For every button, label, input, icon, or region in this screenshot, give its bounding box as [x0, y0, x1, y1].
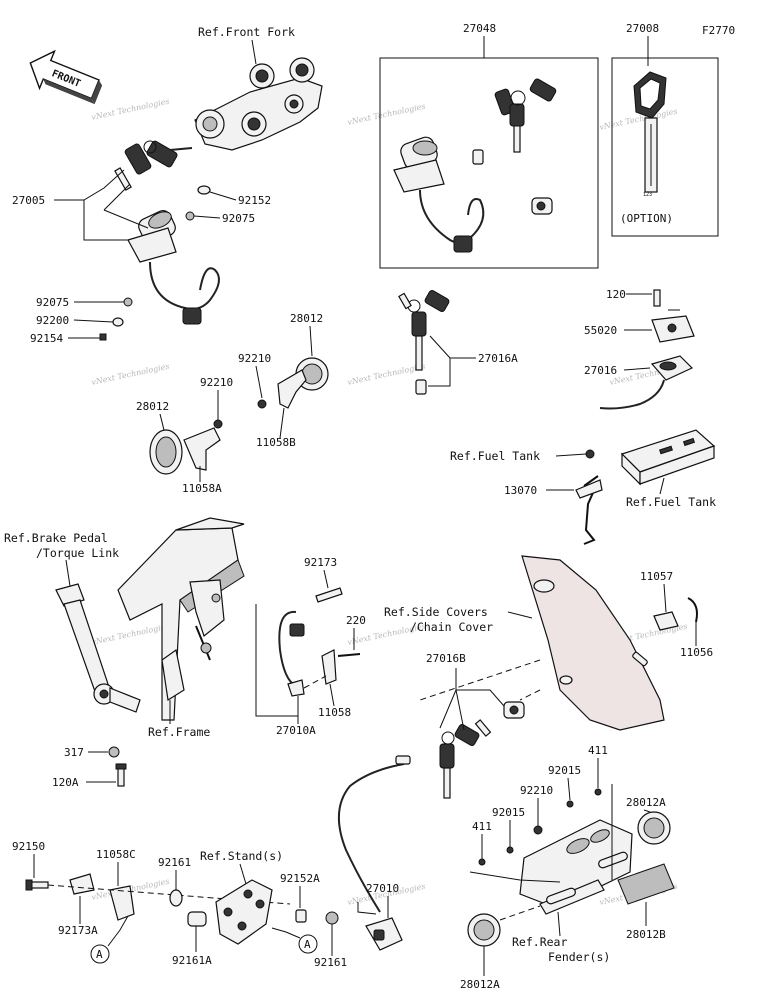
callout-92152A: 92152A	[280, 872, 320, 885]
callout-55020: 55020	[584, 324, 617, 337]
callout-11058A: 11058A	[182, 482, 222, 495]
side-cover	[521, 555, 665, 731]
callout-28012B: 28012B	[626, 928, 666, 941]
diagram-code: F2770	[702, 24, 735, 37]
watermark: vNext Technologies	[91, 622, 171, 647]
callout-92210-upper: 92210	[238, 352, 271, 365]
frame-section	[117, 517, 245, 721]
callout-92154: 92154	[30, 332, 63, 345]
callout-92152: 92152	[238, 194, 271, 207]
reflector-28012B	[617, 863, 675, 905]
watermarks: vNext Technologies vNext Technologies vN…	[91, 97, 689, 907]
callout-11056: 11056	[680, 646, 713, 659]
side-stand-switch-27010	[365, 917, 403, 951]
callout-11058B: 11058B	[256, 436, 296, 449]
ref-fuel-tank-lower: Ref.Fuel Tank	[626, 495, 716, 509]
callout-11057: 11057	[640, 570, 673, 583]
ignition-switch	[127, 210, 220, 325]
callout-120A: 120A	[52, 776, 79, 789]
callout-27016A: 27016A	[478, 352, 518, 365]
callout-27048: 27048	[463, 22, 496, 35]
callout-92210-lower: 92210	[200, 376, 233, 389]
callout-92015-upper: 92015	[548, 764, 581, 777]
ref-side-covers-line1: Ref.Side Covers	[384, 605, 488, 619]
ref-rear-fender-line2: Fender(s)	[548, 950, 610, 964]
keys-27016B	[439, 701, 525, 799]
callout-220: 220	[346, 614, 366, 627]
option-label: (OPTION)	[620, 212, 673, 225]
callout-28012-upper: 28012	[290, 312, 323, 325]
callout-27016B: 27016B	[426, 652, 466, 665]
callout-28012-lower: 28012	[136, 400, 169, 413]
ignition-keys-27005	[114, 140, 193, 191]
ref-frame: Ref.Frame	[148, 725, 210, 739]
brake-pedal	[55, 583, 141, 713]
kit-keys	[494, 78, 557, 153]
ref-brake-pedal-line1: Ref.Brake Pedal	[4, 531, 108, 545]
watermark: vNext Technologies	[91, 362, 171, 387]
callout-411-lower: 411	[472, 820, 492, 833]
circle-marker-a: A	[298, 934, 318, 954]
stand-bracket	[215, 879, 273, 945]
reflector-28012A-right	[637, 811, 671, 845]
fuel-tank-rod-13070	[575, 475, 603, 545]
callout-13070: 13070	[504, 484, 537, 497]
callout-317: 317	[64, 746, 84, 759]
callout-92075-lower: 92075	[36, 296, 69, 309]
callout-27005: 27005	[12, 194, 45, 207]
circle-marker-label: A	[304, 938, 311, 951]
callout-27010: 27010	[366, 882, 399, 895]
callout-11058C: 11058C	[96, 848, 136, 861]
circle-marker-label: A	[96, 948, 103, 961]
callout-92200: 92200	[36, 314, 69, 327]
callout-92150: 92150	[12, 840, 45, 853]
ref-rear-fender-line1: Ref.Rear	[512, 935, 567, 949]
ref-front-fork: Ref.Front Fork	[198, 25, 295, 39]
callout-11058: 11058	[318, 706, 351, 719]
callout-92173: 92173	[304, 556, 337, 569]
callout-28012A-upper: 28012A	[626, 796, 666, 809]
callout-92015-lower: 92015	[492, 806, 525, 819]
fuel-cap-lock	[599, 355, 694, 410]
circle-marker-a: A	[90, 944, 110, 964]
ref-brake-pedal-line2: /Torque Link	[36, 546, 119, 560]
ref-side-covers-line2: /Chain Cover	[410, 620, 493, 634]
ref-stand: Ref.Stand(s)	[200, 849, 283, 863]
watermark: vNext Technologies	[91, 97, 171, 122]
kit-ignition-switch	[393, 136, 485, 253]
callout-92173A: 92173A	[58, 924, 98, 937]
rear-reflector-bracket	[519, 819, 633, 915]
callout-92210-rear: 92210	[520, 784, 553, 797]
callout-28012A-lower: 28012A	[460, 978, 500, 991]
callout-27008: 27008	[626, 22, 659, 35]
watermark: vNext Technologies	[347, 362, 427, 387]
keys-27016A	[398, 290, 450, 395]
kit-box-27008	[611, 57, 719, 237]
callout-92161A: 92161A	[172, 954, 212, 967]
callout-120: 120	[606, 288, 626, 301]
upper-steering-stem	[194, 57, 323, 151]
reflector-28012A-bottom	[467, 913, 501, 947]
callout-92161-right: 92161	[314, 956, 347, 969]
callout-27016: 27016	[584, 364, 617, 377]
callout-92161-left: 92161	[158, 856, 191, 869]
front-arrow-icon: FRONT	[29, 49, 103, 105]
watermark: vNext Technologies	[347, 102, 427, 127]
option-key-icon: 123	[633, 71, 667, 198]
reflector-28012-lower	[149, 429, 183, 475]
key-tag-number: 123	[643, 192, 652, 198]
callout-27010A: 27010A	[276, 724, 316, 737]
kit-box-27048	[379, 57, 599, 269]
callout-92075-upper: 92075	[222, 212, 255, 225]
fuel-tank-bracket	[620, 429, 716, 486]
callout-411-upper: 411	[588, 744, 608, 757]
ref-fuel-tank-upper: Ref.Fuel Tank	[450, 449, 540, 463]
